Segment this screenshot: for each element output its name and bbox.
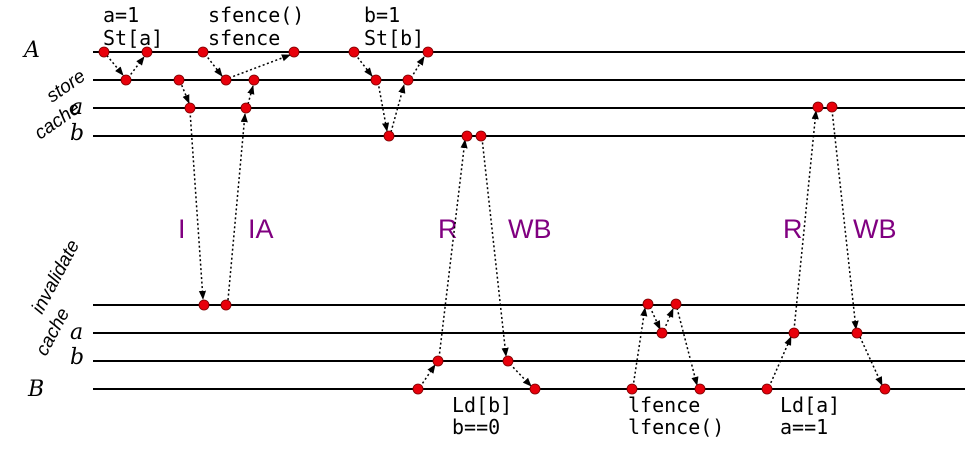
event-point bbox=[198, 299, 210, 311]
arrow bbox=[354, 53, 373, 77]
event-point bbox=[422, 46, 434, 58]
event-points bbox=[98, 46, 891, 395]
arrow bbox=[676, 307, 699, 386]
arrow bbox=[663, 308, 674, 331]
event-point bbox=[197, 46, 209, 58]
event-point bbox=[173, 74, 185, 86]
event-point bbox=[288, 46, 300, 58]
code-label-b-eq-0: b==0 bbox=[452, 415, 500, 439]
event-point bbox=[370, 74, 382, 86]
event-point bbox=[626, 383, 638, 395]
arrow bbox=[632, 307, 648, 388]
event-point bbox=[461, 130, 473, 142]
arrow bbox=[227, 113, 248, 301]
lanes bbox=[93, 51, 965, 390]
code-label-st-a: St[a] bbox=[103, 26, 163, 50]
code-label-b-eq-1: b=1 bbox=[364, 3, 400, 27]
event-point bbox=[851, 327, 863, 339]
event-point bbox=[812, 101, 824, 113]
event-point bbox=[402, 74, 414, 86]
row-label-A: A bbox=[22, 38, 40, 63]
row-label-a-bottom: a bbox=[70, 320, 83, 345]
arrow bbox=[390, 84, 406, 133]
event-point bbox=[642, 298, 654, 310]
event-point bbox=[788, 327, 800, 339]
code-label-a-eq-1: a=1 bbox=[103, 3, 139, 27]
arrow bbox=[204, 53, 223, 77]
row-label-a-top: a bbox=[70, 95, 83, 120]
event-point bbox=[120, 74, 132, 86]
message-labels: I IA R WB R WB bbox=[178, 214, 897, 244]
code-label-st-b: St[b] bbox=[364, 26, 424, 50]
message-I: I bbox=[178, 214, 186, 244]
event-point bbox=[826, 101, 838, 113]
arrow bbox=[179, 80, 190, 104]
arrow bbox=[481, 137, 509, 357]
code-label-lfence: lfence bbox=[628, 393, 700, 417]
code-label-sfence-call: sfence() bbox=[208, 3, 304, 27]
message-WB-first: WB bbox=[508, 214, 552, 244]
row-labels: A a b a b B bbox=[22, 38, 84, 402]
message-R-second: R bbox=[783, 214, 803, 244]
event-point bbox=[879, 383, 891, 395]
event-point bbox=[670, 298, 682, 310]
arrow bbox=[377, 81, 390, 132]
arrow bbox=[410, 56, 425, 79]
arrow bbox=[649, 306, 661, 330]
arrow bbox=[831, 109, 859, 330]
code-label-lfence-call: lfence() bbox=[628, 415, 724, 439]
row-label-b-bottom: b bbox=[70, 345, 84, 370]
arrow bbox=[127, 56, 145, 79]
event-point bbox=[432, 355, 444, 367]
arrow bbox=[438, 139, 468, 359]
event-point bbox=[348, 46, 360, 58]
event-point bbox=[529, 383, 541, 395]
arrow bbox=[189, 110, 207, 300]
code-label-ld-b: Ld[b] bbox=[452, 393, 512, 417]
event-point bbox=[220, 299, 232, 311]
event-point bbox=[184, 102, 196, 114]
code-label-sfence: sfence bbox=[208, 26, 280, 50]
arrow bbox=[228, 54, 291, 79]
row-label-b-top: b bbox=[70, 121, 84, 146]
message-WB-second: WB bbox=[853, 214, 897, 244]
code-label-ld-a: Ld[a] bbox=[780, 393, 840, 417]
arrow bbox=[793, 110, 819, 331]
event-point bbox=[240, 102, 252, 114]
event-point bbox=[220, 74, 232, 86]
event-point bbox=[412, 383, 424, 395]
message-IA: IA bbox=[248, 214, 274, 244]
code-labels: a=1 St[a] sfence() sfence b=1 St[b] Ld[b… bbox=[103, 3, 840, 439]
event-point bbox=[98, 46, 110, 58]
arrow bbox=[509, 363, 532, 387]
event-point bbox=[761, 383, 773, 395]
side-labels: store cache invalidate cache bbox=[28, 66, 90, 360]
event-point bbox=[248, 74, 260, 86]
event-point bbox=[502, 355, 514, 367]
message-R-first: R bbox=[438, 214, 458, 244]
event-point bbox=[475, 130, 487, 142]
event-point bbox=[383, 130, 395, 142]
arrow bbox=[247, 85, 255, 105]
arrows bbox=[103, 51, 883, 388]
row-label-B: B bbox=[27, 377, 44, 402]
arrow bbox=[419, 364, 436, 388]
code-label-a-eq-1-load: a==1 bbox=[780, 415, 828, 439]
event-point bbox=[694, 383, 706, 395]
event-point bbox=[141, 46, 153, 58]
arrow bbox=[768, 336, 792, 388]
event-point bbox=[656, 327, 668, 339]
